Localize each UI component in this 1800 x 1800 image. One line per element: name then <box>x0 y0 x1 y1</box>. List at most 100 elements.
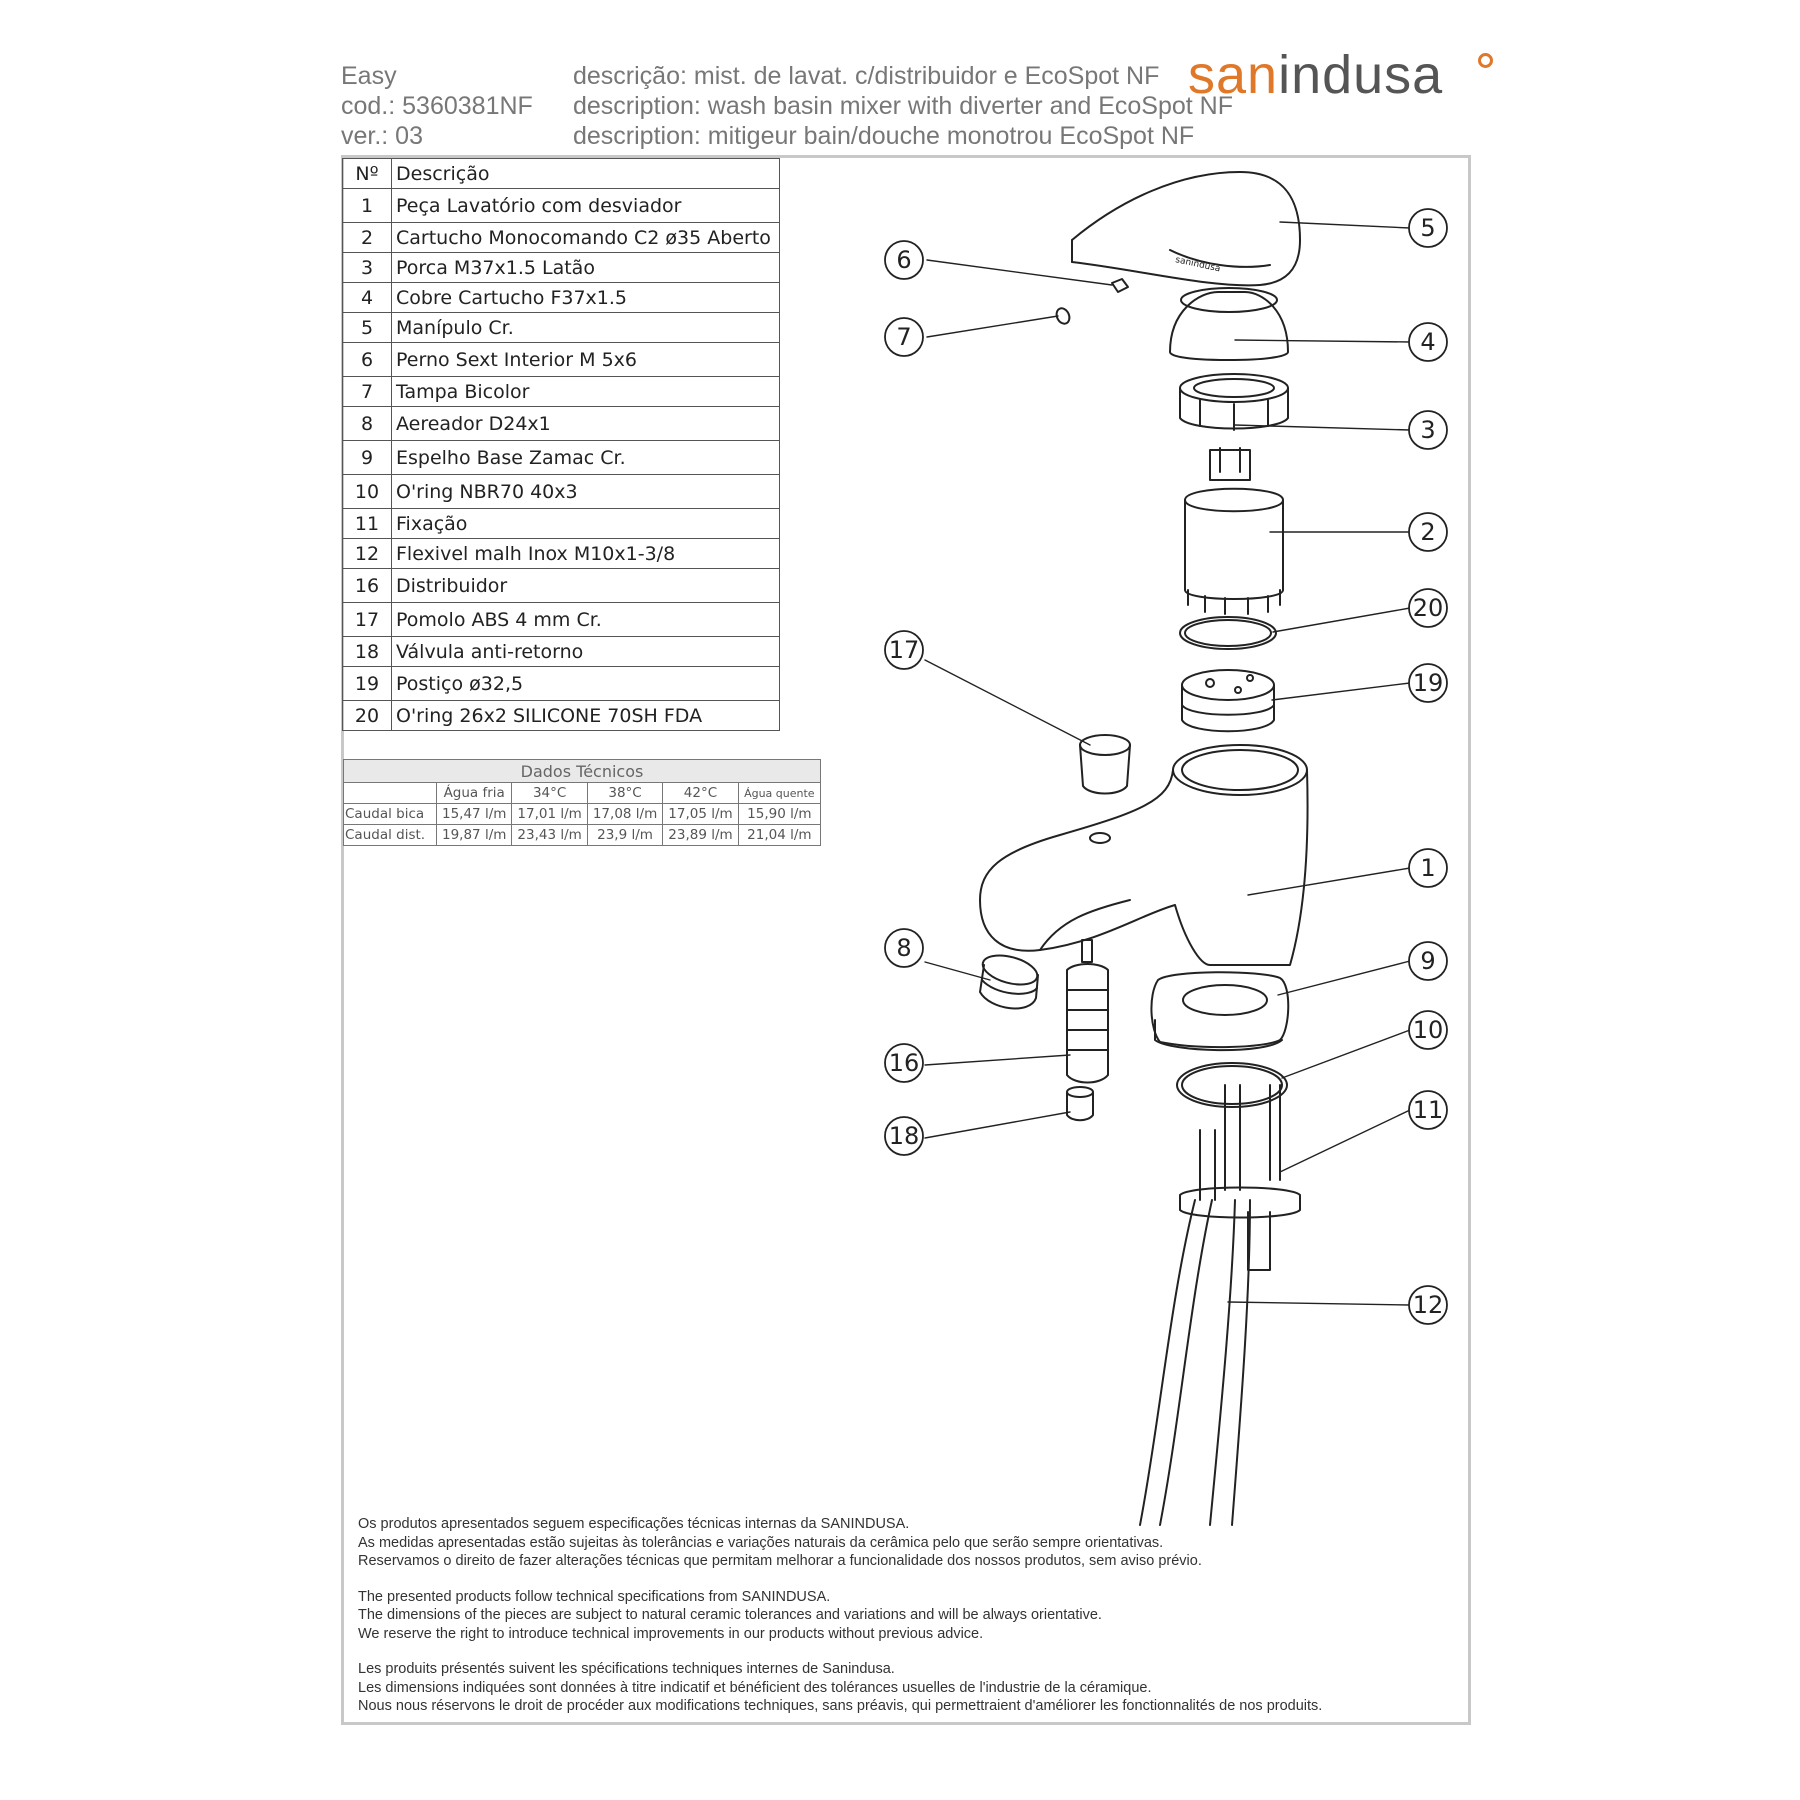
tech-cell: 21,04 l/m <box>737 824 822 846</box>
callout-circle <box>884 317 924 357</box>
part-description: O'ring NBR70 40x3 <box>391 474 780 509</box>
note-line: We reserve the right to introduce techni… <box>358 1625 984 1642</box>
tech-data-row: Caudal dist. 19,87 l/m 23,43 l/m 23,9 l/… <box>343 824 822 846</box>
tech-cell: 15,47 l/m <box>435 803 513 825</box>
brand-logo-part2: indusa <box>1278 45 1444 105</box>
part-number: 16 <box>342 568 392 603</box>
notes-fr: Les produits présentés suivent les spéci… <box>358 1660 1458 1716</box>
part-description: Pomolo ABS 4 mm Cr. <box>391 602 780 637</box>
callout-circle <box>1408 208 1448 248</box>
callout-label: 7 <box>896 323 911 351</box>
part-number: 11 <box>342 508 392 539</box>
callout-label: 16 <box>889 1049 920 1077</box>
callout-circle <box>1408 322 1448 362</box>
part-brass-nut <box>1179 373 1289 431</box>
callout-label: 6 <box>896 246 911 274</box>
part-number: 12 <box>342 538 392 569</box>
tech-col-header: 38°C <box>586 782 664 804</box>
product-code: cod.: 5360381NF <box>341 92 533 120</box>
part-number: 17 <box>342 602 392 637</box>
product-name: Easy <box>341 62 397 90</box>
callout-circle <box>884 928 924 968</box>
part-bicolor-cap <box>1055 307 1071 325</box>
part-aerator <box>979 954 1039 1010</box>
tech-col-header: 34°C <box>511 782 588 804</box>
callout-circle <box>884 630 924 670</box>
callout-label: 11 <box>1413 1096 1444 1124</box>
tech-cell: 17,01 l/m <box>511 803 588 825</box>
part-handle-lever: sanindusa <box>1071 171 1301 287</box>
note-line: Nous nous réservons le droit de procéder… <box>358 1698 1323 1714</box>
part-number: 20 <box>342 700 392 731</box>
note-line: Reservamos o direito de fazer alterações… <box>358 1553 1202 1569</box>
callout-label: 1 <box>1420 854 1435 882</box>
part-description: O'ring 26x2 SILICONE 70SH FDA <box>391 700 780 731</box>
callout-circle <box>1408 848 1448 888</box>
brand-logo: sanindusa <box>1188 44 1443 106</box>
note-line: Os produtos apresentados seguem especifi… <box>358 1516 910 1532</box>
product-version: ver.: 03 <box>341 122 423 150</box>
callout-circle <box>1408 941 1448 981</box>
tech-cell: 19,87 l/m <box>435 824 513 846</box>
callout-label: 18 <box>889 1122 920 1150</box>
note-line: Les dimensions indiquées sont données à … <box>358 1679 1152 1696</box>
tech-cell: 23,89 l/m <box>662 824 739 846</box>
part-base-plate <box>1150 971 1290 1052</box>
callout-circle <box>1408 1010 1448 1050</box>
part-number: 2 <box>342 222 392 253</box>
notes-pt: Os produtos apresentados seguem especifi… <box>358 1515 1458 1571</box>
tech-cell: 15,90 l/m <box>737 803 822 825</box>
callout-label: 10 <box>1413 1016 1444 1044</box>
part-description: Perno Sext Interior M 5x6 <box>391 342 780 377</box>
callout-label: 8 <box>896 934 911 962</box>
description-fr: description: mitigeur bain/douche monotr… <box>573 122 1195 150</box>
callout-label: 5 <box>1420 214 1435 242</box>
callout-circle <box>1408 512 1448 552</box>
part-description: Porca M37x1.5 Latão <box>391 252 780 283</box>
part-basin-body <box>979 744 1309 966</box>
part-oring-small <box>1179 616 1277 650</box>
callout-label: 17 <box>889 636 920 664</box>
part-description: Peça Lavatório com desviador <box>391 188 780 223</box>
part-number: 4 <box>342 282 392 313</box>
part-description: Cobre Cartucho F37x1.5 <box>391 282 780 313</box>
svg-text:sanindusa: sanindusa <box>1174 255 1221 274</box>
part-oring-large <box>1176 1062 1288 1108</box>
note-line: As medidas apresentadas estão sujeitas à… <box>358 1534 1164 1551</box>
callout-label: 4 <box>1420 328 1435 356</box>
callout-label: 9 <box>1420 947 1435 975</box>
part-insert <box>1181 669 1275 733</box>
callout-label: 3 <box>1420 416 1435 444</box>
callout-label: 19 <box>1413 669 1444 697</box>
legal-notes: Os produtos apresentados seguem especifi… <box>358 1515 1458 1733</box>
callout-circle <box>1408 1090 1448 1130</box>
tech-cell: 23,9 l/m <box>586 824 664 846</box>
part-number: 9 <box>342 440 392 475</box>
part-description: Postiço ø32,5 <box>391 666 780 701</box>
callout-circle <box>884 240 924 280</box>
callout-circle <box>884 1043 924 1083</box>
part-fixing <box>1179 1084 1301 1271</box>
tech-data-title: Dados Técnicos <box>343 759 821 783</box>
drawing-frame <box>341 155 1471 1725</box>
tech-row-label: Caudal dist. <box>343 824 437 846</box>
callout-circle <box>1408 410 1448 450</box>
callout-circle <box>884 1116 924 1156</box>
part-cartridge-cover <box>1169 287 1289 361</box>
part-number: 18 <box>342 636 392 667</box>
note-line: The presented products follow technical … <box>358 1588 831 1605</box>
